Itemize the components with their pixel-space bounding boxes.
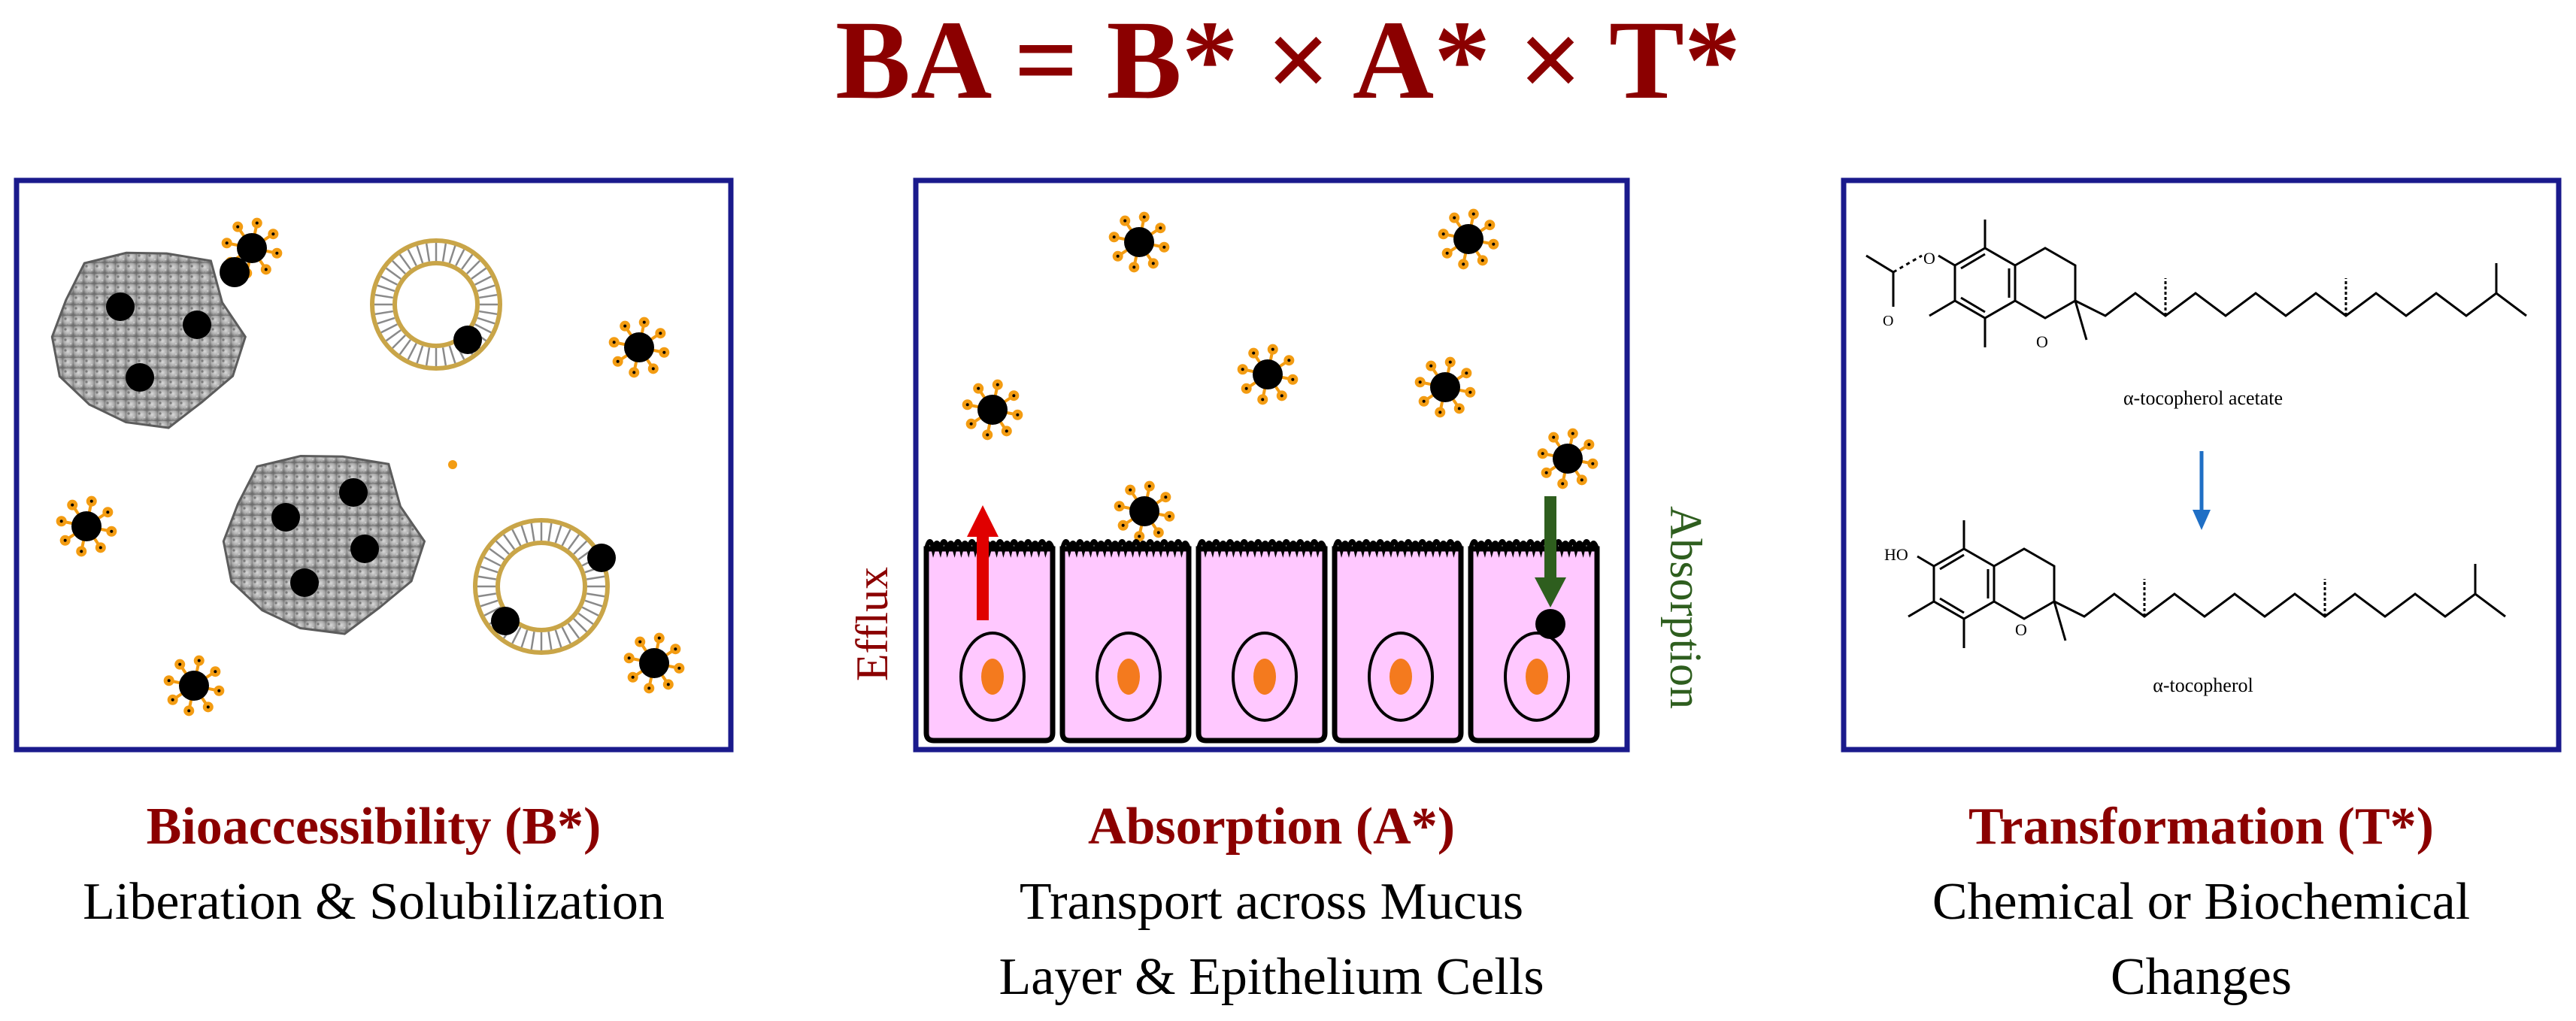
nutrient-droplet-icon	[71, 511, 102, 541]
micelle-icon	[56, 495, 117, 557]
bioaccessibility-title: Bioaccessibility (B*)	[146, 798, 602, 856]
bioaccessibility-scene	[50, 217, 685, 717]
nutrient-droplet-icon	[491, 607, 520, 635]
bottom-molecule-label: α-tocopherol	[2153, 674, 2253, 696]
epithelial-cell-icon	[1468, 539, 1600, 744]
tocopherol-acetate-structure-icon: O O O	[1865, 220, 2527, 351]
efflux-up-arrow-icon	[967, 505, 999, 620]
reaction-down-arrow-icon	[2193, 451, 2211, 530]
liposome-icon	[370, 238, 502, 371]
epithelial-cell-icon	[1059, 539, 1192, 744]
absorption-subtitle-line1: Transport across Mucus	[1019, 873, 1524, 931]
nutrient-droplet-icon	[126, 363, 154, 392]
micelle-icon	[1414, 356, 1476, 418]
nutrient-droplet-icon	[290, 568, 319, 597]
nutrient-droplet-icon	[977, 395, 1008, 425]
tocopherol-structure-icon: HO O	[1884, 520, 2506, 648]
top-molecule-label: α-tocopherol acetate	[2123, 387, 2283, 409]
nutrient-droplet-icon	[179, 671, 209, 701]
absorbed-nutrient-droplet-icon	[1535, 609, 1565, 639]
nutrient-droplet-icon	[1253, 359, 1283, 389]
absorption-subtitle-line2: Layer & Epithelium Cells	[999, 948, 1544, 1006]
nutrient-droplet-icon	[1124, 227, 1154, 257]
svg-text:O: O	[1923, 249, 1935, 268]
micelle-icon	[1108, 211, 1170, 273]
svg-text:HO: HO	[1884, 545, 1908, 564]
epithelial-cell-icon	[1196, 539, 1328, 744]
food-particle-icon	[50, 251, 247, 429]
nutrient-droplet-icon	[183, 311, 211, 339]
micelle-icon	[1114, 480, 1175, 542]
svg-text:O: O	[1883, 313, 1893, 329]
micelle-icon	[608, 317, 670, 378]
nutrient-droplet-icon	[339, 478, 368, 507]
epithelial-cell-icon	[1332, 539, 1464, 744]
transformation-subtitle-line2: Changes	[2110, 948, 2293, 1006]
absorption-down-arrow-icon	[1535, 496, 1566, 607]
nutrient-droplet-icon	[1553, 444, 1583, 474]
absorption-scene: Efflux Absorption	[847, 208, 1711, 744]
bioaccessibility-subtitle: Liberation & Solubilization	[83, 873, 665, 931]
nutrient-droplet-icon	[453, 326, 482, 354]
micelle-icon	[623, 632, 685, 694]
nutrient-droplet-icon	[350, 535, 379, 563]
svg-text:O: O	[2015, 620, 2027, 639]
transformation-scene: O O O α-tocopherol	[1865, 220, 2527, 696]
nutrient-droplet-icon	[1129, 496, 1159, 526]
food-particle-icon	[222, 454, 426, 635]
absorption-label: Absorption	[1661, 506, 1711, 709]
svg-text:O: O	[2036, 332, 2048, 351]
nutrient-droplet-icon	[587, 544, 616, 572]
nutrient-droplet-icon	[639, 648, 669, 678]
nutrient-droplet-icon	[237, 233, 267, 263]
nutrient-droplet-icon	[106, 292, 135, 321]
micelle-icon	[1438, 208, 1499, 270]
nutrient-droplet-icon	[1430, 372, 1460, 402]
epithelial-cell-icon	[923, 539, 1056, 744]
micelle-icon	[163, 655, 225, 717]
equation-title: BA = B* × A* × T*	[835, 0, 1741, 123]
efflux-label: Efflux	[847, 567, 897, 681]
nutrient-droplet-icon	[624, 332, 654, 362]
transformation-title: Transformation (T*)	[1968, 798, 2434, 856]
nutrient-droplet-icon	[1453, 224, 1483, 254]
absorption-title: Absorption (A*)	[1087, 798, 1456, 856]
micelle-icon	[962, 379, 1023, 441]
micelle-icon	[1537, 428, 1599, 489]
micelle-icon	[1237, 344, 1299, 405]
transformation-subtitle-line1: Chemical or Biochemical	[1932, 873, 2471, 931]
nutrient-droplet-icon	[271, 503, 300, 532]
